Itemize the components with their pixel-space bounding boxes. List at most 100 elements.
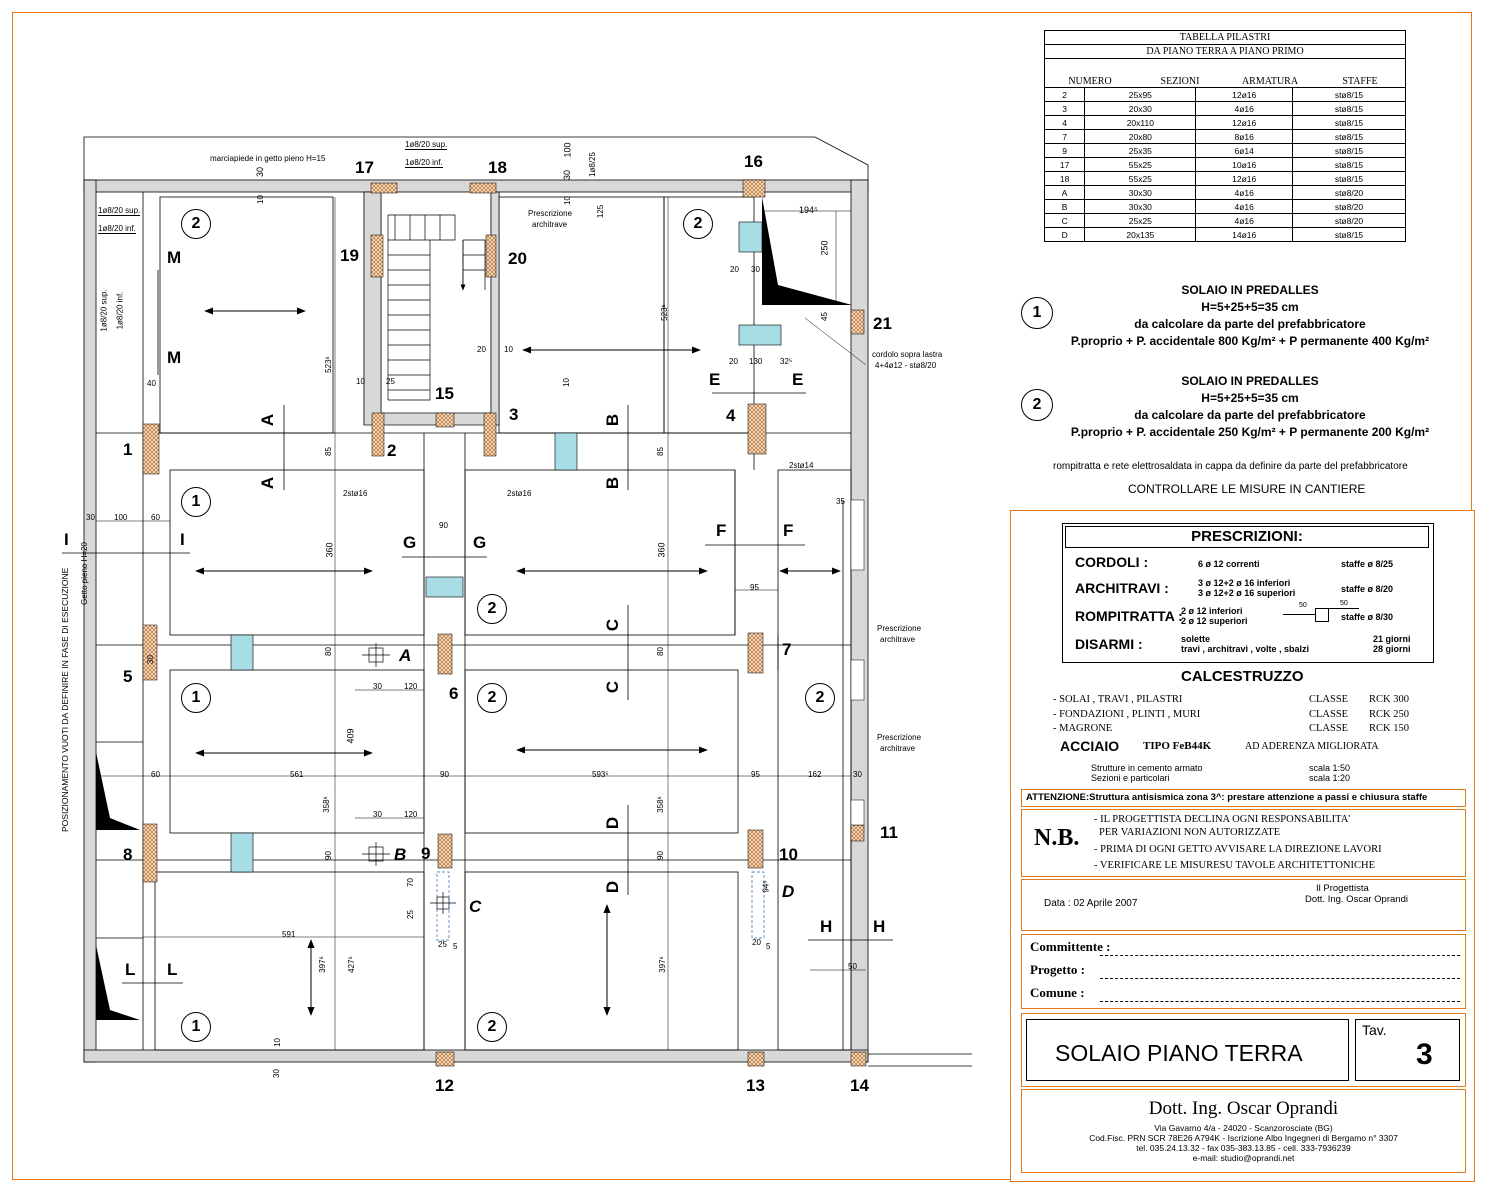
- architravi-b: staffe ø 8/20: [1341, 584, 1394, 594]
- pillar-cell: A: [1043, 185, 1086, 200]
- slab2-line: P.proprio + P. accidentale 250 Kg/m² + P…: [1070, 425, 1430, 439]
- pillar-11: 11: [880, 823, 898, 842]
- controllare-note: CONTROLLARE LE MISURE IN CANTIERE: [1128, 482, 1366, 496]
- dim: 358⁶: [321, 796, 331, 813]
- tav-frame: Tav. 3: [1355, 1019, 1460, 1081]
- cordoli-label: CORDOLI :: [1075, 554, 1149, 570]
- plinth-D: D: [782, 882, 795, 901]
- dim: 90: [655, 851, 665, 860]
- dim: 523⁶: [323, 356, 333, 373]
- pillar-cell: 4ø16: [1195, 213, 1293, 228]
- calcestruzzo-title: CALCESTRUZZO: [1181, 668, 1304, 685]
- committente-field[interactable]: Committente :: [1030, 939, 1111, 954]
- progettista-name: Dott. Ing. Oscar Oprandi: [1305, 894, 1408, 905]
- dim: 30: [853, 770, 862, 779]
- pillar-10: 10: [779, 845, 798, 864]
- dim: 100: [562, 142, 573, 158]
- pillar-cell: 14ø16: [1195, 227, 1293, 242]
- section-C-bottom: C: [603, 680, 623, 694]
- pillar-cell: 17: [1043, 157, 1086, 172]
- progetto-line: [1100, 978, 1460, 979]
- dim: 30: [751, 265, 760, 274]
- pillar-cell: D: [1043, 227, 1086, 242]
- section-A-bottom: A: [258, 476, 278, 490]
- title-block: PRESCRIZIONI: CORDOLI : 6 ø 12 correnti …: [1010, 510, 1475, 1182]
- dim: 10: [255, 195, 265, 204]
- nb-line: - IL PROGETTISTA DECLINA OGNI RESPONSABI…: [1094, 814, 1351, 825]
- plinth-C: C: [469, 897, 482, 916]
- slab2-line: SOLAIO IN PREDALLES: [1181, 374, 1319, 388]
- rebar-note: 1ø8/20 sup.: [99, 289, 109, 332]
- rompitratta-a2: 2 ø 12 superiori: [1181, 616, 1248, 626]
- dim: 35: [836, 497, 845, 506]
- calc-classe: CLASSE: [1309, 694, 1349, 705]
- studio-box: Dott. Ing. Oscar Oprandi Via Gavarno 4/a…: [1021, 1089, 1466, 1173]
- dim: 40: [147, 379, 156, 388]
- scale-label: Sezioni e particolari: [1091, 773, 1170, 783]
- pillar-3: 3: [509, 405, 519, 424]
- pillar-5: 5: [123, 667, 133, 686]
- section-F-left: F: [716, 521, 727, 540]
- col-staffe: STAFFE: [1342, 76, 1378, 87]
- dim: 30: [86, 513, 95, 522]
- pillar-cell: 7: [1043, 129, 1086, 144]
- nb-line: - PRIMA DI OGNI GETTO AVVISARE LA DIREZI…: [1094, 844, 1382, 855]
- pillar-cell: 4ø16: [1195, 185, 1293, 200]
- pillar-cell: 25x35: [1084, 143, 1197, 158]
- dim: 10: [562, 196, 572, 205]
- dim: 70: [405, 878, 415, 887]
- dim: 120: [404, 682, 418, 691]
- dim: 25: [438, 940, 447, 949]
- pillar-15: 15: [435, 384, 454, 403]
- slab1-line: P.proprio + P. accidentale 800 Kg/m² + P…: [1070, 334, 1430, 348]
- section-D-bottom: D: [603, 880, 623, 894]
- pillar-cell: 4ø16: [1195, 101, 1293, 116]
- pillar-cell: 12ø16: [1195, 171, 1293, 186]
- pillar-cell: 25x95: [1084, 87, 1197, 102]
- date-text: Data : 02 Aprile 2007: [1044, 898, 1138, 909]
- marciapiede-note: marciapiede in getto pieno H=15: [210, 154, 326, 163]
- comune-field[interactable]: Comune :: [1030, 985, 1085, 1000]
- pillar-1: 1: [123, 440, 133, 459]
- dim: 90: [323, 851, 333, 860]
- dim: 30: [562, 169, 573, 181]
- dim: 250: [819, 240, 830, 256]
- rebar-note: 1ø8/20 inf.: [98, 224, 136, 234]
- dim: 95: [750, 583, 759, 592]
- rompitratta-d1: 50: [1299, 602, 1307, 609]
- dim: 25: [386, 377, 395, 386]
- studio-line: e-mail: studio@oprandi.net: [1192, 1153, 1295, 1163]
- pillar-cell: stø8/15: [1292, 87, 1406, 102]
- pillar-cell: 12ø16: [1195, 87, 1293, 102]
- disarmi-a: solette: [1181, 634, 1211, 644]
- dim: 85: [655, 447, 665, 456]
- tav-label: Tav.: [1362, 1022, 1387, 1038]
- slab2-line: da calcolare da parte del prefabbricator…: [1134, 408, 1366, 422]
- slab1-line: H=5+25+5=35 cm: [1201, 300, 1299, 314]
- dim: 20: [730, 265, 739, 274]
- studio-name: Dott. Ing. Oscar Oprandi: [1148, 1098, 1339, 1119]
- studio-line: tel. 035.24.13.32 - fax 035-383.13.85 - …: [1136, 1143, 1351, 1153]
- pillar-12: 12: [435, 1076, 454, 1095]
- attenzione-text: ATTENZIONE:Struttura antisismica zona 3^…: [1026, 792, 1427, 803]
- architrave-note: architrave: [532, 220, 568, 229]
- disarmi-b2: 28 giorni: [1373, 644, 1411, 654]
- pillar-cell: 12ø16: [1195, 115, 1293, 130]
- disarmi-b: 21 giorni: [1373, 634, 1411, 644]
- slab-legend-1-text: SOLAIO IN PREDALLES H=5+25+5=35 cm da ca…: [1060, 282, 1440, 350]
- rompitratta-d2: 50: [1340, 600, 1348, 607]
- progetto-field[interactable]: Progetto :: [1030, 962, 1085, 977]
- dim: 5: [453, 942, 458, 951]
- dim: 10: [272, 1038, 282, 1047]
- pillar-cell: stø8/20: [1292, 185, 1406, 200]
- studio-line: Cod.Fisc. PRN SCR 78E26 A794K - Iscrizio…: [1089, 1133, 1398, 1143]
- pillar-13: 13: [746, 1076, 765, 1095]
- dim: 358⁶: [655, 796, 665, 813]
- dim: 30: [145, 655, 155, 664]
- prescrizione-note: Prescrizione: [528, 209, 573, 218]
- dim: 591: [282, 930, 296, 939]
- prescrizione-note: Prescrizione: [877, 624, 922, 633]
